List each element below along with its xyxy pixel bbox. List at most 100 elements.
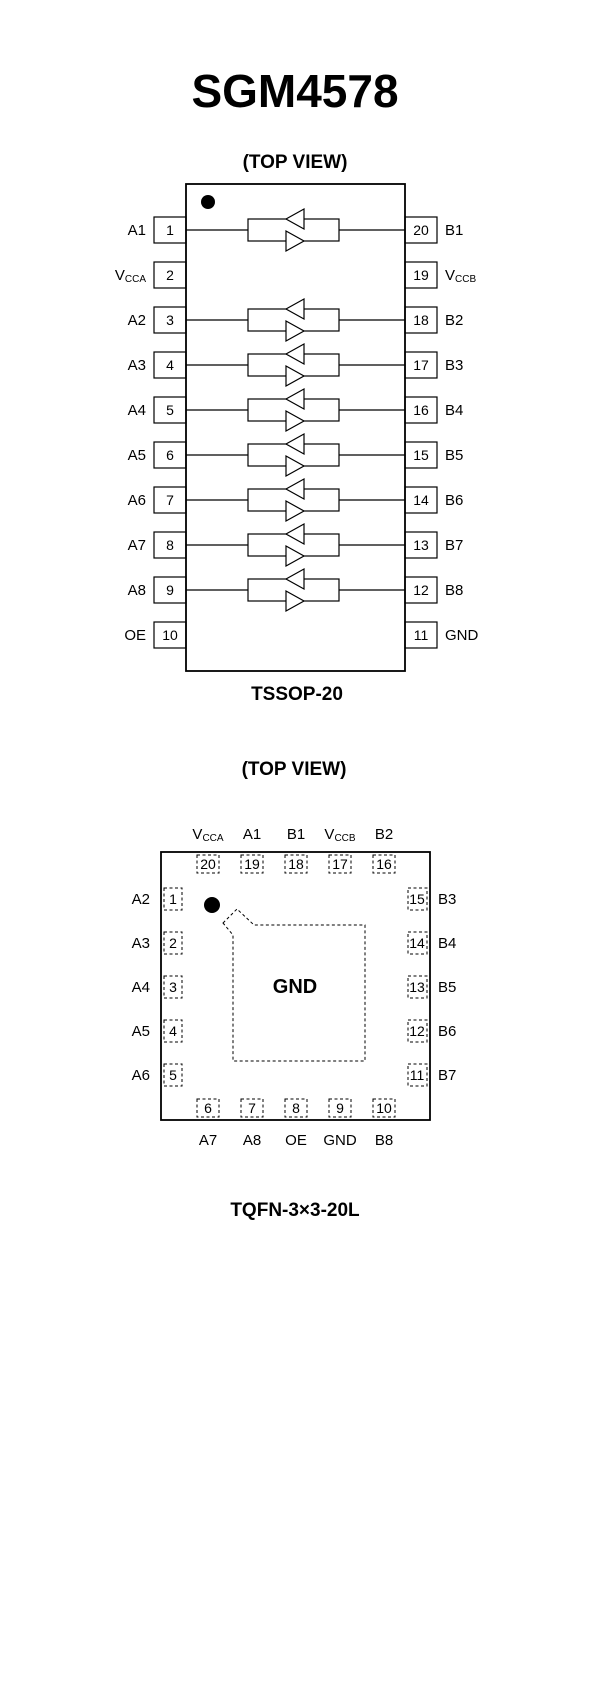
- pin-9: 9A8: [128, 576, 187, 604]
- pin-number: 6: [166, 447, 174, 463]
- pad-outline: [240, 854, 264, 874]
- pin-number: 14: [413, 492, 429, 508]
- tqfn-pin-3: 3A4: [132, 975, 183, 999]
- tqfn-pin-14: 14 B4: [407, 931, 456, 955]
- pin-number: 8: [166, 537, 174, 553]
- pin-name: B4: [438, 935, 456, 952]
- pin-number: 13: [413, 537, 429, 553]
- pin-number: 17: [413, 357, 429, 373]
- tqfn-package-label: TQFN-3×3-20L: [230, 1200, 360, 1221]
- pin1-marker: [201, 195, 215, 209]
- pin-number: 14: [409, 935, 425, 951]
- bidirectional-buffer: [186, 432, 405, 478]
- pin-14: 14 B6: [404, 486, 463, 514]
- exposed-pad-label: GND: [273, 976, 317, 998]
- pin-name: B8: [445, 582, 463, 599]
- pad-outline: [328, 854, 352, 874]
- pin-number: 19: [413, 267, 429, 283]
- pin-name: B5: [445, 447, 463, 464]
- pin-number: 20: [413, 222, 429, 238]
- pin-6: 6 A5: [128, 441, 187, 469]
- pin-number: 11: [410, 1067, 425, 1083]
- pin-number: 4: [169, 1023, 177, 1039]
- pin-name: A1: [243, 826, 261, 843]
- pin-number: 18: [413, 312, 429, 328]
- pin-5: 5 A4: [128, 396, 187, 424]
- pin-number: 20: [200, 856, 216, 872]
- pin-8: 8 A7: [128, 531, 187, 559]
- pin-name: A3: [132, 935, 150, 952]
- pin-name: OE: [285, 1132, 307, 1149]
- pin-name: A4: [128, 402, 146, 419]
- pin-name: A1: [128, 222, 146, 239]
- pin-name: GND: [445, 627, 479, 644]
- bidirectional-buffer: [186, 567, 405, 613]
- pin-name: A5: [128, 447, 146, 464]
- pin-number: 7: [166, 492, 174, 508]
- pin-number: 5: [166, 402, 174, 418]
- pin-name: VCCB: [324, 826, 355, 844]
- pad-outline: [163, 1019, 183, 1043]
- pin-number: 19: [244, 856, 260, 872]
- pad-outline: [407, 975, 428, 999]
- pad-outline: [372, 1098, 396, 1118]
- bidirectional-buffer: [186, 207, 405, 253]
- pin-box: [153, 261, 187, 289]
- pad-outline: [284, 854, 308, 874]
- pad-outline: [407, 887, 428, 911]
- pin-number: 12: [413, 582, 429, 598]
- pin-name: A6: [132, 1067, 150, 1084]
- pin-name: B5: [438, 979, 456, 996]
- pin-number: 3: [169, 979, 177, 995]
- pin-box: [404, 621, 438, 649]
- tssop-section: (TOP VIEW) 1A12VCCA3A24A35A46A57A68A79A8…: [115, 152, 479, 705]
- pin-1: 1 A1: [128, 216, 187, 244]
- tqfn-pin-2: 2A3: [132, 931, 183, 955]
- pin-number: 1: [166, 222, 174, 238]
- tqfn-pin-15: 15 B3: [407, 887, 456, 911]
- pin-number: 10: [162, 627, 178, 643]
- tssop-buffers: [186, 207, 405, 613]
- bidirectional-buffer: [186, 477, 405, 523]
- pin-number: 2: [166, 267, 174, 283]
- pad-outline: [407, 931, 428, 955]
- pin-name: A3: [128, 357, 146, 374]
- tqfn-left-pins: 1 A2 2A3 3A4 4A5 5 A6: [132, 887, 183, 1087]
- pad-outline: [240, 1098, 264, 1118]
- pin-name: VCCB: [445, 267, 476, 285]
- pin-name: VCCA: [115, 267, 146, 285]
- pin-3: 3A2: [128, 306, 187, 334]
- pin-number: 5: [169, 1067, 177, 1083]
- tqfn-pin1-marker: [204, 897, 220, 913]
- pin-number: 1: [169, 891, 177, 907]
- pad-outline: [163, 931, 183, 955]
- pin-13: 13 B7: [404, 531, 463, 559]
- page-title: SGM4578: [191, 65, 398, 117]
- pin-number: 17: [332, 856, 348, 872]
- pad-outline: [407, 1019, 428, 1043]
- pin-name: A2: [132, 891, 150, 908]
- tqfn-pin-4: 4A5: [132, 1019, 183, 1043]
- pin-name: B6: [445, 492, 463, 509]
- pin-19: 19 VCCB: [404, 261, 476, 289]
- pin-name: B7: [445, 537, 463, 554]
- pin-name: A7: [128, 537, 146, 554]
- tqfn-body: [160, 851, 431, 1121]
- pin-4: 4A3: [128, 351, 187, 379]
- pin-number: 15: [409, 891, 425, 907]
- bidirectional-buffer: [186, 342, 405, 388]
- pin-name: B3: [438, 891, 456, 908]
